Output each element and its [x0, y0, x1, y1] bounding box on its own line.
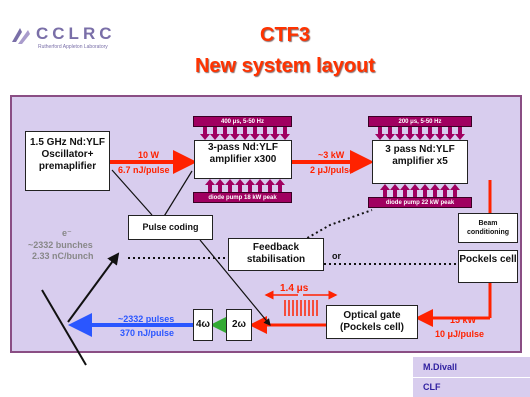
electron-label: e⁻ [62, 228, 72, 238]
credit-org: CLF [413, 378, 530, 397]
second-harmonic-box: 2ω [226, 309, 252, 341]
credit-author-label: M.Divall [423, 362, 458, 372]
gate-window-label: 1.4 μs [280, 283, 309, 294]
gate-window-bars [284, 300, 318, 316]
charge-label: 2.33 nC/bunch [32, 251, 94, 261]
feedback-box: Feedback stabilisation [228, 238, 324, 271]
second-harmonic-label: 2ω [231, 319, 246, 330]
amp2-pump-timing: 200 μs, 5-50 Hz [368, 116, 472, 127]
fourth-harmonic-label: 4ω [195, 319, 210, 330]
power-label-3: 15 kW [450, 315, 477, 325]
energy-label-3: 10 μJ/pulse [435, 329, 485, 339]
electron-beam-arrow [67, 252, 120, 323]
cathode-plate [41, 289, 87, 366]
energy-label-1: 6.7 nJ/pulse [118, 165, 170, 175]
amp1-label: 3-pass Nd:YLF amplifier x300 [207, 142, 278, 165]
cclrc-logo: CCLRC Rutherford Appleton Laboratory [8, 22, 148, 54]
credit-author: M.Divall [413, 357, 530, 377]
oscillator-box: 1.5 GHz Nd:YLF Oscillator+ premaplifier [25, 131, 110, 191]
fourth-harmonic-box: 4ω [193, 309, 213, 341]
beam-conditioning-label: Beam conditioning [467, 220, 509, 236]
amp1-box: 3-pass Nd:YLF amplifier x300 [194, 140, 292, 179]
amp1-diode-pump: diode pump 18 kW peak [193, 192, 292, 203]
logo-text: CCLRC [36, 24, 116, 43]
amp1-pump-timing: 400 μs, 5-50 Hz [193, 116, 292, 127]
pulse-coding-box: Pulse coding [128, 215, 213, 240]
page-title: CTF3 [260, 24, 310, 46]
optical-gate-label: Optical gate (Pockels cell) [340, 310, 404, 333]
amp2-diode-pump: diode pump 22 kW peak [368, 197, 472, 208]
cclrc-logo-mark [12, 28, 30, 44]
amp2-box: 3 pass Nd:YLF amplifier x5 [372, 140, 468, 184]
page-subtitle: New system layout [194, 55, 376, 77]
amp1-pump-timing-label: 400 μs, 5-50 Hz [220, 119, 265, 125]
amp1-pump-arrows [200, 127, 290, 192]
amp1-diode-pump-label: diode pump 18 kW peak [208, 195, 277, 201]
signal-pulse-coding-to-amp1 [162, 170, 193, 219]
or-label: or [332, 251, 341, 261]
optical-gate-box: Optical gate (Pockels cell) [326, 305, 418, 339]
signal-osc-to-pulse-coding [111, 169, 153, 216]
logo-subtitle: Rutherford Appleton Laboratory [38, 44, 108, 50]
amp2-pump-timing-label: 200 μs, 5-50 Hz [398, 119, 442, 125]
pulse-coding-label: Pulse coding [142, 222, 199, 232]
pockels-cell-box: Pockels cell [458, 250, 518, 283]
signal-pulse-coding-to-2w [199, 239, 271, 326]
bunches-label: ~2332 bunches [28, 240, 93, 250]
power-label-2: ~3 kW [318, 150, 345, 160]
beam-conditioning-box: Beam conditioning [458, 213, 518, 243]
credit-org-label: CLF [423, 382, 441, 392]
feedback-label: Feedback stabilisation [246, 242, 306, 265]
amp2-pump-arrows [375, 127, 465, 197]
amp2-label: 3 pass Nd:YLF amplifier x5 [385, 144, 455, 167]
amp2-diode-pump-label: diode pump 22 kW peak [385, 200, 455, 206]
power-label-1: 10 W [138, 150, 160, 160]
uv-energy-label: 370 nJ/pulse [120, 328, 175, 338]
energy-label-2: 2 μJ/pulse [310, 165, 355, 175]
oscillator-label: 1.5 GHz Nd:YLF Oscillator+ premaplifier [29, 137, 105, 172]
pulses-label: ~2332 pulses [118, 314, 175, 324]
pockels-cell-label: Pockels cell [459, 254, 517, 265]
